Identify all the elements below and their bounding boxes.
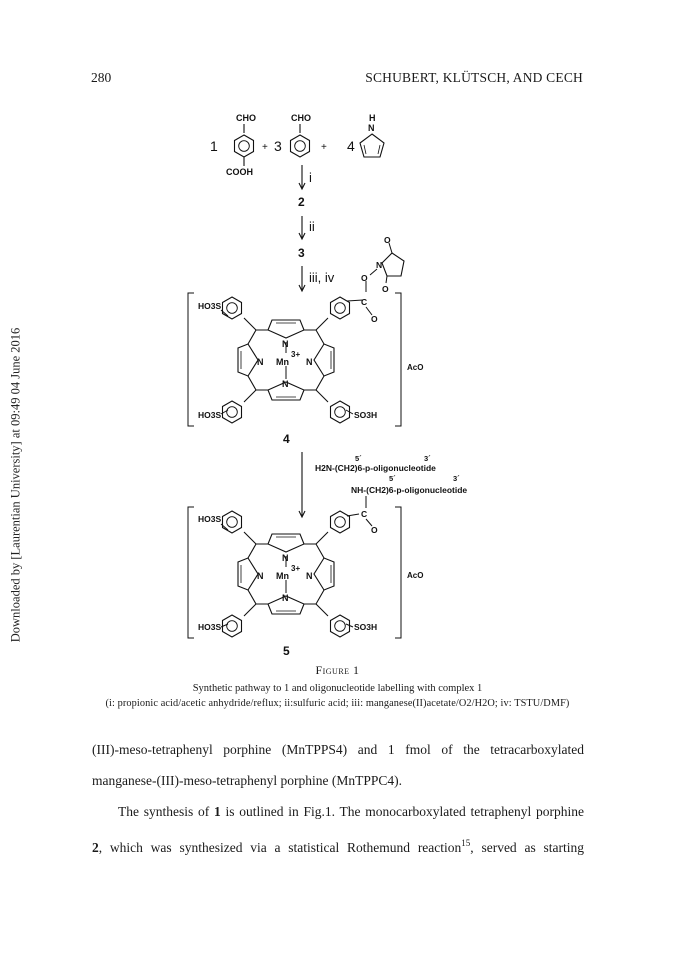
- paragraph-1: (III)-meso-tetraphenyl porphine (MnTPPS4…: [92, 735, 584, 796]
- p2-text-c: is outlined in Fig.1. The monocarboxylat…: [220, 804, 584, 819]
- plus-sign-2: +: [321, 142, 327, 153]
- pyrrole-n-label: N: [368, 123, 375, 133]
- n-bottom-4: N: [282, 379, 289, 389]
- amide-c-5: C: [361, 509, 367, 519]
- ho3s-bottom-5: HO3S: [198, 622, 221, 632]
- coefficient-1: 1: [210, 138, 218, 154]
- figure-conditions: (i: propionic acid/acetic anhydride/refl…: [105, 698, 570, 709]
- charge-label-5: 3+: [291, 564, 300, 573]
- citation-15: 15: [461, 837, 471, 848]
- five-prime-product: 5´: [389, 474, 396, 483]
- mn-label-5: Mn: [276, 571, 289, 581]
- succinimide-ring: [381, 252, 405, 277]
- step-iii-iv-label: iii, iv: [309, 270, 335, 285]
- cho-label-1: CHO: [236, 113, 256, 123]
- coefficient-3: 3: [274, 138, 282, 154]
- figure-label: Figure 1: [315, 663, 360, 677]
- ester-o-carbonyl-4: O: [371, 314, 378, 324]
- coefficient-4: 4: [347, 138, 355, 154]
- so3h-4: SO3H: [354, 410, 377, 420]
- paragraph-2-line-1: The synthesis of 1 is outlined in Fig.1.…: [92, 797, 584, 828]
- nhs-o-top-4: O: [384, 235, 391, 245]
- compound-4-label: 4: [283, 432, 290, 446]
- step-ii-label: ii: [309, 219, 315, 234]
- bracket-right-4: [395, 292, 402, 427]
- compound-3-label: 3: [298, 246, 305, 260]
- mn-label-4: Mn: [276, 357, 289, 367]
- n-left-4: N: [257, 357, 264, 367]
- n-right-4: N: [306, 357, 313, 367]
- acetate-counterion-5: AcO: [407, 571, 423, 580]
- p2-text-a: The synthesis of: [118, 804, 215, 819]
- n-left-5: N: [257, 571, 264, 581]
- paragraph-1-line-2: manganese-(III)-meso-tetraphenyl porphin…: [92, 772, 403, 788]
- ho3s-bottom-4: HO3S: [198, 410, 221, 420]
- ester-c-4: C: [361, 297, 367, 307]
- compound-2-label: 2: [298, 195, 305, 209]
- p2-text-f: , served as starting: [470, 839, 584, 855]
- so3h-5: SO3H: [354, 622, 377, 632]
- cho-label-2: CHO: [291, 113, 311, 123]
- n-right-5: N: [306, 571, 313, 581]
- n-bottom-5: N: [282, 593, 289, 603]
- figure-caption: Synthetic pathway to 1 and oligonucleoti…: [192, 683, 483, 694]
- paragraph-1-line-1: (III)-meso-tetraphenyl porphine (MnTPPS4…: [92, 742, 584, 757]
- bracket-left-4: [187, 292, 194, 427]
- benzene-ring-1: [233, 134, 255, 158]
- compound-1-ref: 1: [214, 804, 221, 819]
- running-head: SCHUBERT, KLÜTSCH, AND CECH: [365, 70, 583, 85]
- acetate-counterion-4: AcO: [407, 363, 423, 372]
- bracket-left-5: [187, 506, 194, 639]
- compound-2-ref: 2: [92, 839, 99, 855]
- nhs-n-4: N: [376, 260, 382, 270]
- paragraph-2: The synthesis of 1 is outlined in Fig.1.…: [92, 797, 584, 863]
- pyrrole-h-label: H: [369, 113, 376, 123]
- paragraph-2-line-2: 2, which was synthesized via a statistic…: [92, 828, 584, 864]
- five-prime-reagent: 5´: [355, 454, 362, 463]
- n-top-5: N: [282, 553, 289, 563]
- synthesis-scheme: CHO COOH 1 + CHO 3 + H N 4 i 2 ii 3 iii,…: [187, 113, 467, 658]
- nhs-o-bottom-4: O: [382, 284, 389, 294]
- n-top-4: N: [282, 339, 289, 349]
- amide-o-5: O: [371, 525, 378, 535]
- ho3s-top-5: HO3S: [198, 514, 221, 524]
- three-prime-product: 3´: [453, 474, 460, 483]
- cooh-label: COOH: [226, 167, 253, 177]
- ho3s-top-4: HO3S: [198, 301, 221, 311]
- charge-label-4: 3+: [291, 350, 300, 359]
- amino-oligonucleotide: H2N-(CH2)6-p-oligonucleotide: [315, 463, 436, 473]
- ester-o-bridge-4: O: [361, 273, 368, 283]
- plus-sign-1: +: [262, 142, 268, 153]
- page-number: 280: [91, 70, 112, 85]
- three-prime-reagent: 3´: [424, 454, 431, 463]
- p2-text-e: , which was synthesized via a statistica…: [98, 839, 462, 855]
- bracket-right-5: [395, 506, 402, 639]
- compound-5-label: 5: [283, 644, 290, 658]
- amide-oligonucleotide: NH-(CH2)6-p-oligonucleotide: [351, 485, 467, 495]
- pyrrole-ring: [359, 133, 385, 158]
- step-i-label: i: [309, 170, 312, 185]
- benzene-ring-2: [289, 134, 311, 158]
